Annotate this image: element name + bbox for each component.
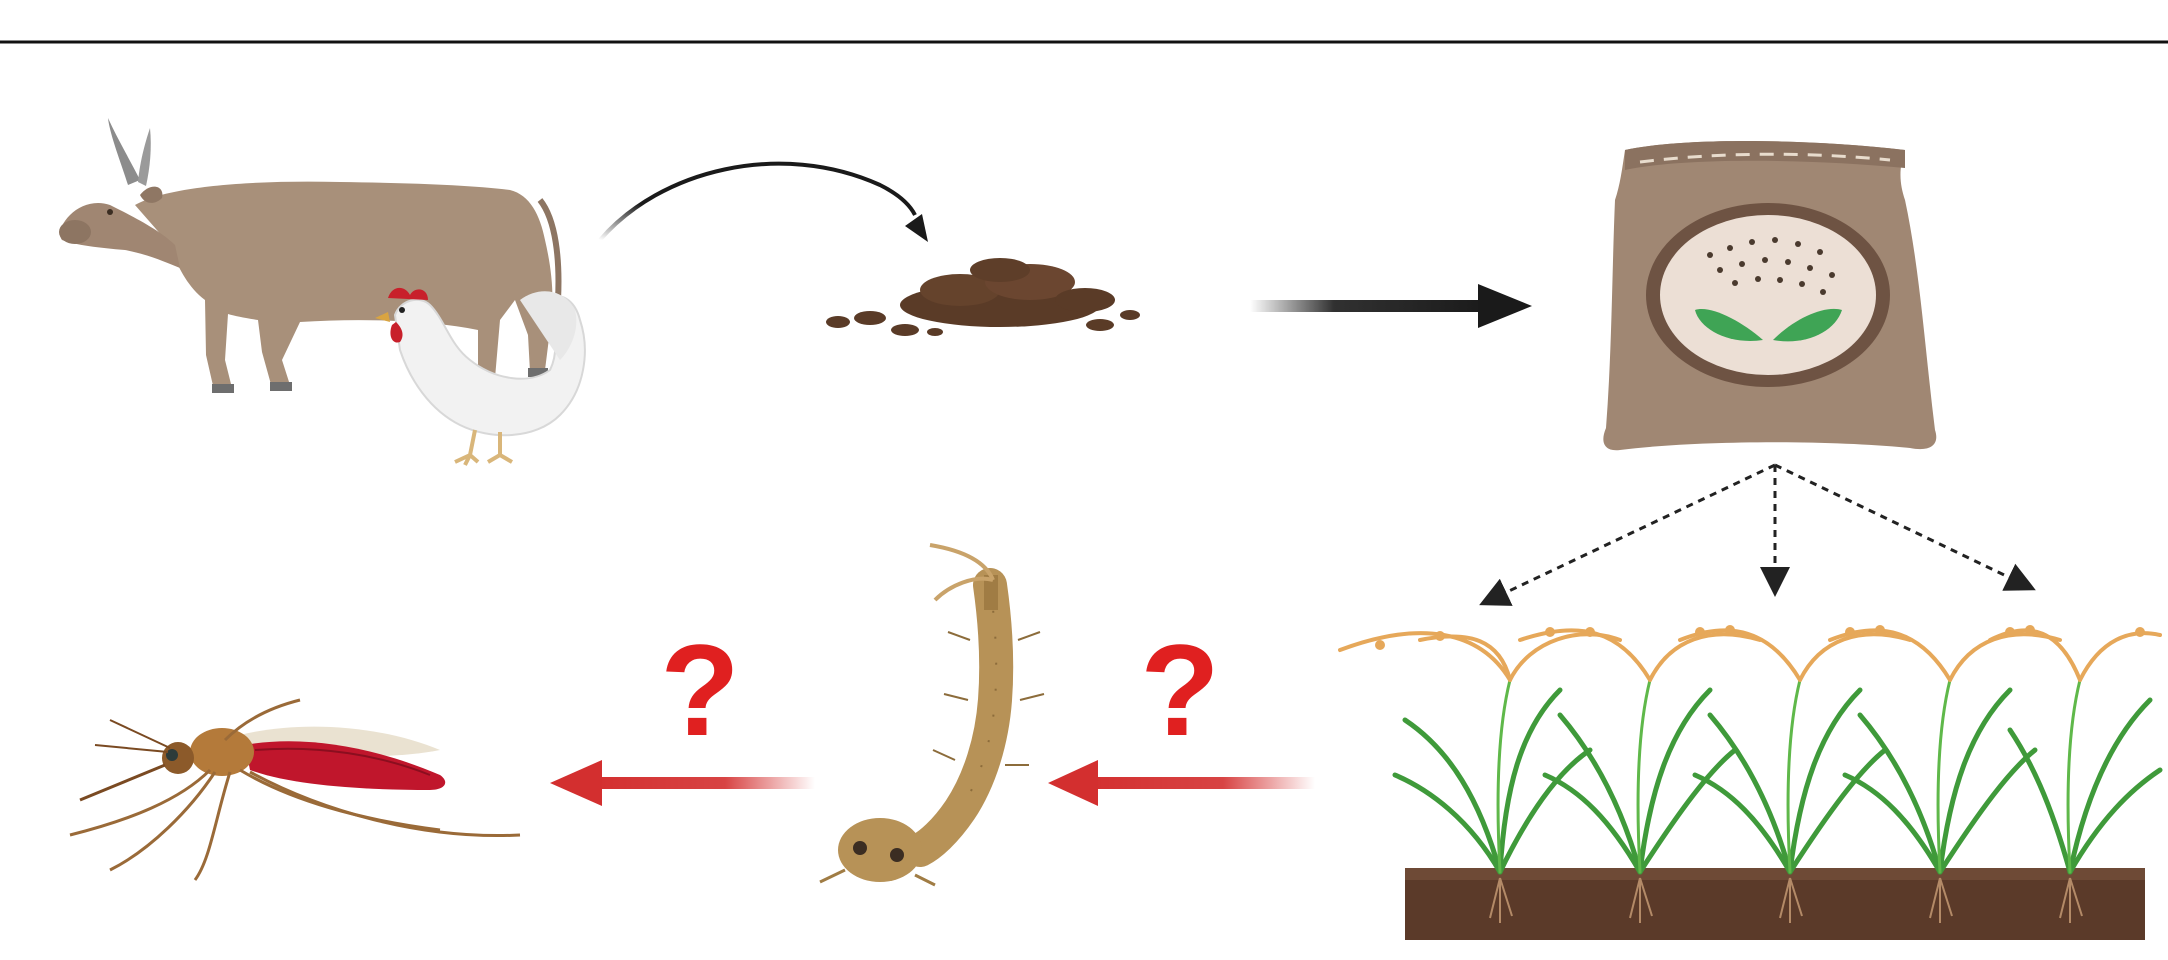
manure-icon — [826, 258, 1140, 336]
process-arrow-shaft — [1250, 300, 1490, 312]
question-arrow-head-right — [1048, 760, 1098, 806]
rice-plants-icon — [1340, 625, 2160, 940]
curved-arrow — [600, 164, 915, 240]
dashed-arrows — [1490, 465, 2025, 600]
mosquito-icon — [70, 700, 520, 880]
question-mark-right: ? — [1140, 617, 1219, 763]
mosquito-larva-icon — [820, 545, 1044, 885]
fertilizer-bag-icon — [1603, 141, 1936, 450]
process-arrow-head — [1478, 284, 1532, 328]
curved-arrow-head — [905, 214, 928, 242]
cow-icon — [59, 118, 566, 393]
question-arrow-head-left — [550, 760, 602, 806]
question-arrow-shaft-right — [1085, 777, 1315, 789]
question-mark-left: ? — [660, 617, 739, 763]
question-arrow-shaft-left — [590, 777, 815, 789]
